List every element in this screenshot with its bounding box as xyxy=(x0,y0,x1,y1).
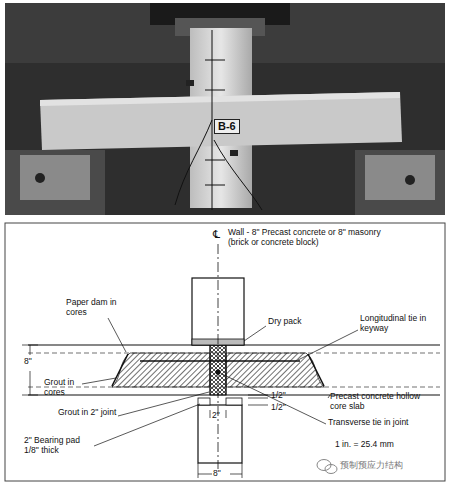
dimension: 1/2" xyxy=(271,391,286,401)
part-label: Dry pack xyxy=(268,317,318,327)
part-label: Transverse tie in joint xyxy=(328,418,416,428)
dimension: 1/2" xyxy=(271,403,286,413)
part-label: Precast concrete hollow core slab xyxy=(330,392,438,412)
longitudinal-tie xyxy=(140,360,300,361)
part-label: Grout in 2" joint xyxy=(58,408,118,418)
part-label: Grout in cores xyxy=(44,378,84,398)
watermark-icon xyxy=(317,460,337,474)
specimen-tag: B-6 xyxy=(214,119,240,134)
grout-in-cores xyxy=(226,353,324,387)
test-photo xyxy=(5,3,445,215)
centerline xyxy=(218,244,219,478)
hollow-core-slab xyxy=(28,345,440,395)
watermark: 预制预应力结构 xyxy=(340,460,403,470)
part-label: Longitudinal tie in keyway xyxy=(360,314,440,334)
grout-in-cores xyxy=(112,353,210,387)
scale-note: 1 in. = 25.4 mm xyxy=(335,440,394,450)
part-label: 2" Bearing pad 1/8" thick xyxy=(24,436,96,456)
leader-lines xyxy=(82,318,358,446)
dimension: 8" xyxy=(24,357,32,367)
centerline-symbol: ℄ xyxy=(213,228,220,241)
dimension-lines xyxy=(22,345,268,478)
part-label: Paper dam in cores xyxy=(66,298,118,318)
dimension: 8" xyxy=(213,469,221,479)
dimension: 2" xyxy=(212,411,220,421)
bearing-pad xyxy=(226,398,242,405)
wall-note: Wall - 8" Precast concrete or 8" masonry… xyxy=(228,228,398,248)
